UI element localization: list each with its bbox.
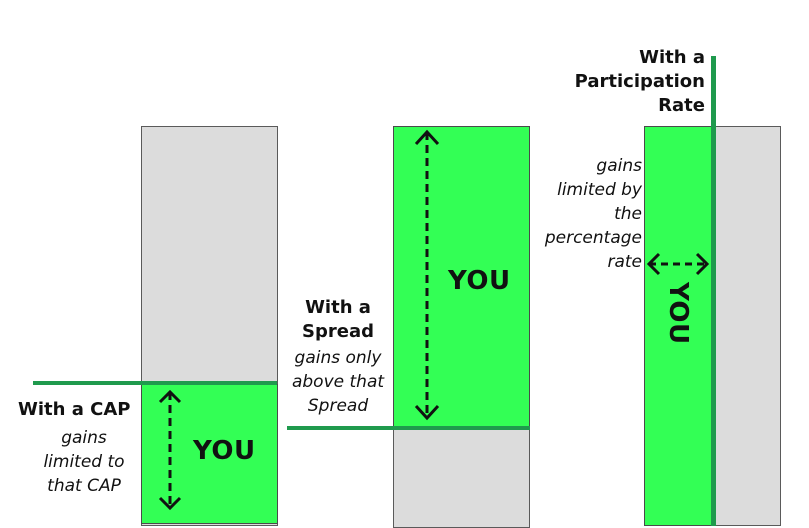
participation-note-line: gains xyxy=(596,156,642,176)
participation-heading: With a Participation Rate xyxy=(560,46,705,118)
participation-note-line: limited by xyxy=(557,180,642,200)
cap-double-arrow xyxy=(158,389,182,511)
spread-note-line: gains only xyxy=(294,348,382,368)
spread-heading-line: With a xyxy=(305,297,371,318)
cap-limit-line xyxy=(33,381,277,385)
participation-note-line: rate xyxy=(607,252,642,272)
participation-note: gains limited by the percentage rate xyxy=(520,154,642,274)
cap-note-line: gains xyxy=(61,428,107,448)
cap-heading: With a CAP xyxy=(18,399,131,420)
participation-double-arrow xyxy=(646,252,710,276)
participation-heading-line: Rate xyxy=(658,95,705,116)
cap-note-line: limited to xyxy=(43,452,125,472)
spread-heading: With a Spread xyxy=(290,296,386,344)
participation-note-line: percentage xyxy=(544,228,642,248)
participation-note-line: the xyxy=(614,204,642,224)
spread-note: gains only above that Spread xyxy=(282,346,394,418)
spread-bar-green xyxy=(393,126,530,429)
spread-limit-line xyxy=(287,426,530,430)
participation-heading-line: With a xyxy=(639,47,705,68)
cap-you-label: YOU xyxy=(193,436,256,466)
spread-you-label: YOU xyxy=(448,266,511,296)
spread-bar-gray xyxy=(393,428,530,528)
spread-heading-line: Spread xyxy=(302,321,374,342)
cap-note: gains limited to that CAP xyxy=(28,426,140,498)
participation-you-label: YOU xyxy=(663,282,693,345)
participation-limit-line xyxy=(711,56,716,526)
participation-heading-line: Participation xyxy=(574,71,705,92)
cap-note-line: that CAP xyxy=(47,476,121,496)
spread-double-arrow xyxy=(414,129,440,421)
spread-note-line: Spread xyxy=(307,396,369,416)
spread-note-line: above that xyxy=(291,372,385,392)
